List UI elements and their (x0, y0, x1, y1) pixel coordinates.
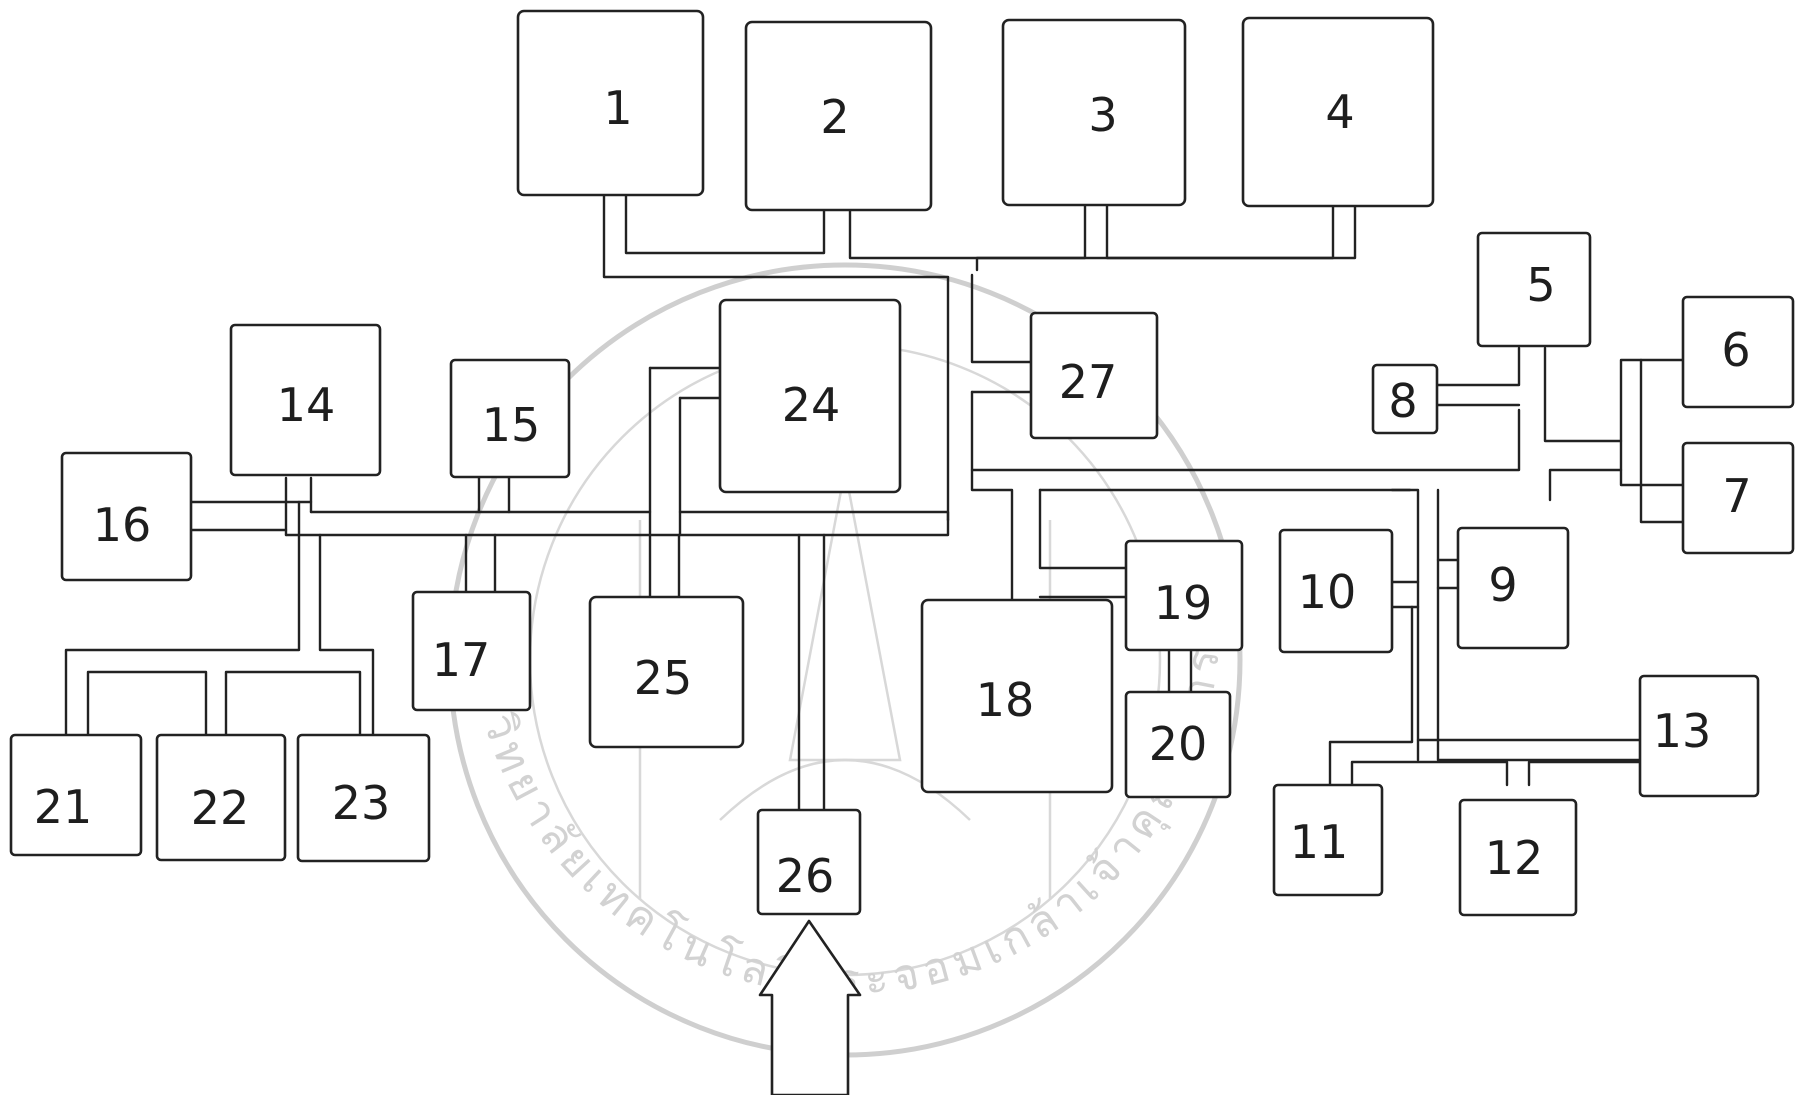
block-24-label: 24 (782, 378, 841, 432)
block-14: 14 (229, 323, 382, 477)
block-19-label: 19 (1154, 576, 1213, 630)
block-22: 22 (155, 733, 287, 862)
connection-lines (64, 193, 1685, 812)
block-9: 9 (1456, 526, 1570, 650)
block-7: 7 (1681, 441, 1795, 555)
block-12-label: 12 (1485, 831, 1544, 885)
block-5: 5 (1476, 231, 1592, 348)
block-9-label: 9 (1488, 558, 1517, 612)
block-27: 27 (1029, 311, 1159, 440)
block-11: 11 (1272, 783, 1384, 897)
block-26-label: 26 (776, 849, 835, 903)
block-8: 8 (1371, 363, 1439, 435)
block-22-label: 22 (191, 781, 250, 835)
block-15-label: 15 (482, 398, 541, 452)
block-26: 26 (756, 808, 862, 916)
block-2: 2 (744, 20, 933, 212)
block-17: 17 (411, 590, 532, 712)
up-arrow-icon (758, 919, 862, 1095)
block-11-label: 11 (1290, 815, 1349, 869)
block-3: 3 (1001, 18, 1187, 207)
block-20: 20 (1124, 690, 1232, 799)
block-24: 24 (718, 298, 902, 494)
block-6-label: 6 (1721, 323, 1750, 377)
block-20-label: 20 (1149, 717, 1208, 771)
block-1: 1 (516, 9, 705, 197)
block-17-label: 17 (432, 633, 491, 687)
block-3-label: 3 (1088, 88, 1117, 142)
block-12: 12 (1458, 798, 1578, 917)
block-14-label: 14 (277, 378, 336, 432)
block-23: 23 (296, 733, 431, 863)
block-15: 15 (449, 358, 571, 479)
block-4: 4 (1241, 16, 1435, 208)
block-7-label: 7 (1722, 469, 1751, 523)
block-23-label: 23 (332, 776, 391, 830)
block-10-label: 10 (1298, 565, 1357, 619)
block-21-label: 21 (34, 780, 93, 834)
block-27-label: 27 (1059, 355, 1118, 409)
block-5-label: 5 (1526, 258, 1555, 312)
block-19: 19 (1124, 539, 1244, 652)
block-4-label: 4 (1325, 85, 1354, 139)
block-16: 16 (60, 451, 193, 582)
block-8-label: 8 (1388, 374, 1417, 428)
block-13: 13 (1638, 674, 1760, 798)
block-25-label: 25 (634, 651, 693, 705)
blocks: 1 2 3 4 5 6 7 8 (9, 9, 1795, 917)
block-16-label: 16 (93, 498, 152, 552)
block-25: 25 (588, 595, 745, 749)
block-13-label: 13 (1653, 704, 1712, 758)
block-2-label: 2 (820, 90, 849, 144)
block-10: 10 (1278, 528, 1394, 654)
block-18-label: 18 (976, 673, 1035, 727)
block-21: 21 (9, 733, 143, 857)
block-6: 6 (1681, 295, 1795, 409)
block-18: 18 (920, 598, 1114, 794)
block-1-label: 1 (603, 81, 632, 135)
